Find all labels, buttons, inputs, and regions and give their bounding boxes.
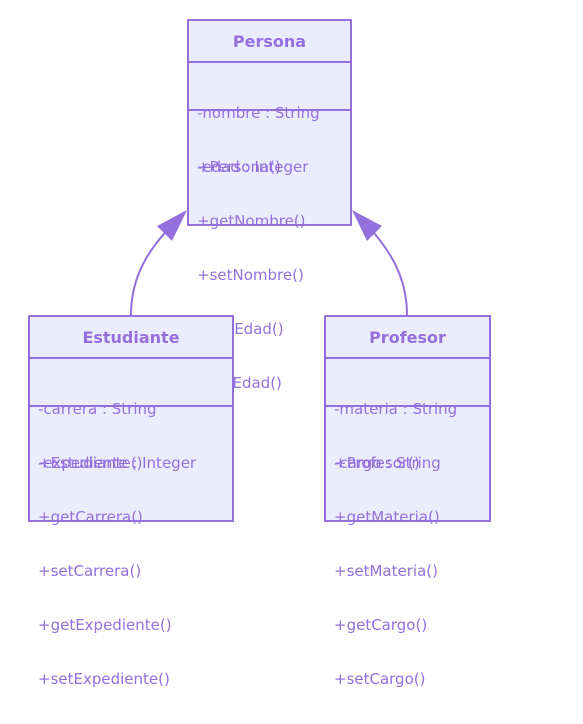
- method: +Persona(): [197, 158, 281, 176]
- class-name: Persona: [189, 21, 350, 63]
- attribute: -cargo : String: [334, 454, 441, 472]
- inheritance-arrowhead-profesor: [352, 210, 382, 241]
- method: +Estudiante(): [38, 454, 143, 472]
- method: +setCargo(): [334, 670, 426, 688]
- class-attributes: -carrera : String -expediente : Integer: [30, 359, 232, 472]
- attribute: -nombre : String: [197, 104, 320, 122]
- class-methods: +Profesor() +getMateria() +setMateria() …: [326, 407, 489, 724]
- method: +getCarrera(): [38, 508, 143, 526]
- class-name: Estudiante: [30, 317, 232, 359]
- method: +setExpediente(): [38, 670, 170, 688]
- inheritance-connectors: [130, 210, 408, 316]
- attribute: -materia : String: [334, 400, 458, 418]
- method: +getExpediente(): [38, 616, 172, 634]
- class-estudiante[interactable]: Estudiante -carrera : String -expediente…: [28, 315, 234, 688]
- method: +getCargo(): [334, 616, 428, 634]
- method: +Profesor(): [334, 454, 420, 472]
- class-methods: +Estudiante() +getCarrera() +setCarrera(…: [30, 407, 232, 724]
- attribute: -expediente : Integer: [38, 454, 197, 472]
- attribute: -carrera : String: [38, 400, 157, 418]
- method: +getMateria(): [334, 508, 440, 526]
- class-attributes: -nombre : String -edad : Integer: [189, 63, 350, 176]
- attribute: -edad : Integer: [197, 158, 309, 176]
- edge-estudiante-to-persona: [130, 224, 173, 316]
- inheritance-arrowhead-estudiante: [157, 210, 187, 241]
- class-name: Profesor: [326, 317, 489, 359]
- method: +getNombre(): [197, 212, 306, 230]
- class-attributes: -materia : String -cargo : String: [326, 359, 489, 472]
- method: +setNombre(): [197, 266, 304, 284]
- method: +setMateria(): [334, 562, 438, 580]
- edge-profesor-to-persona: [366, 224, 408, 316]
- method: +setCarrera(): [38, 562, 142, 580]
- class-persona[interactable]: Persona -nombre : String -edad : Integer…: [187, 19, 352, 392]
- class-profesor[interactable]: Profesor -materia : String -cargo : Stri…: [324, 315, 491, 688]
